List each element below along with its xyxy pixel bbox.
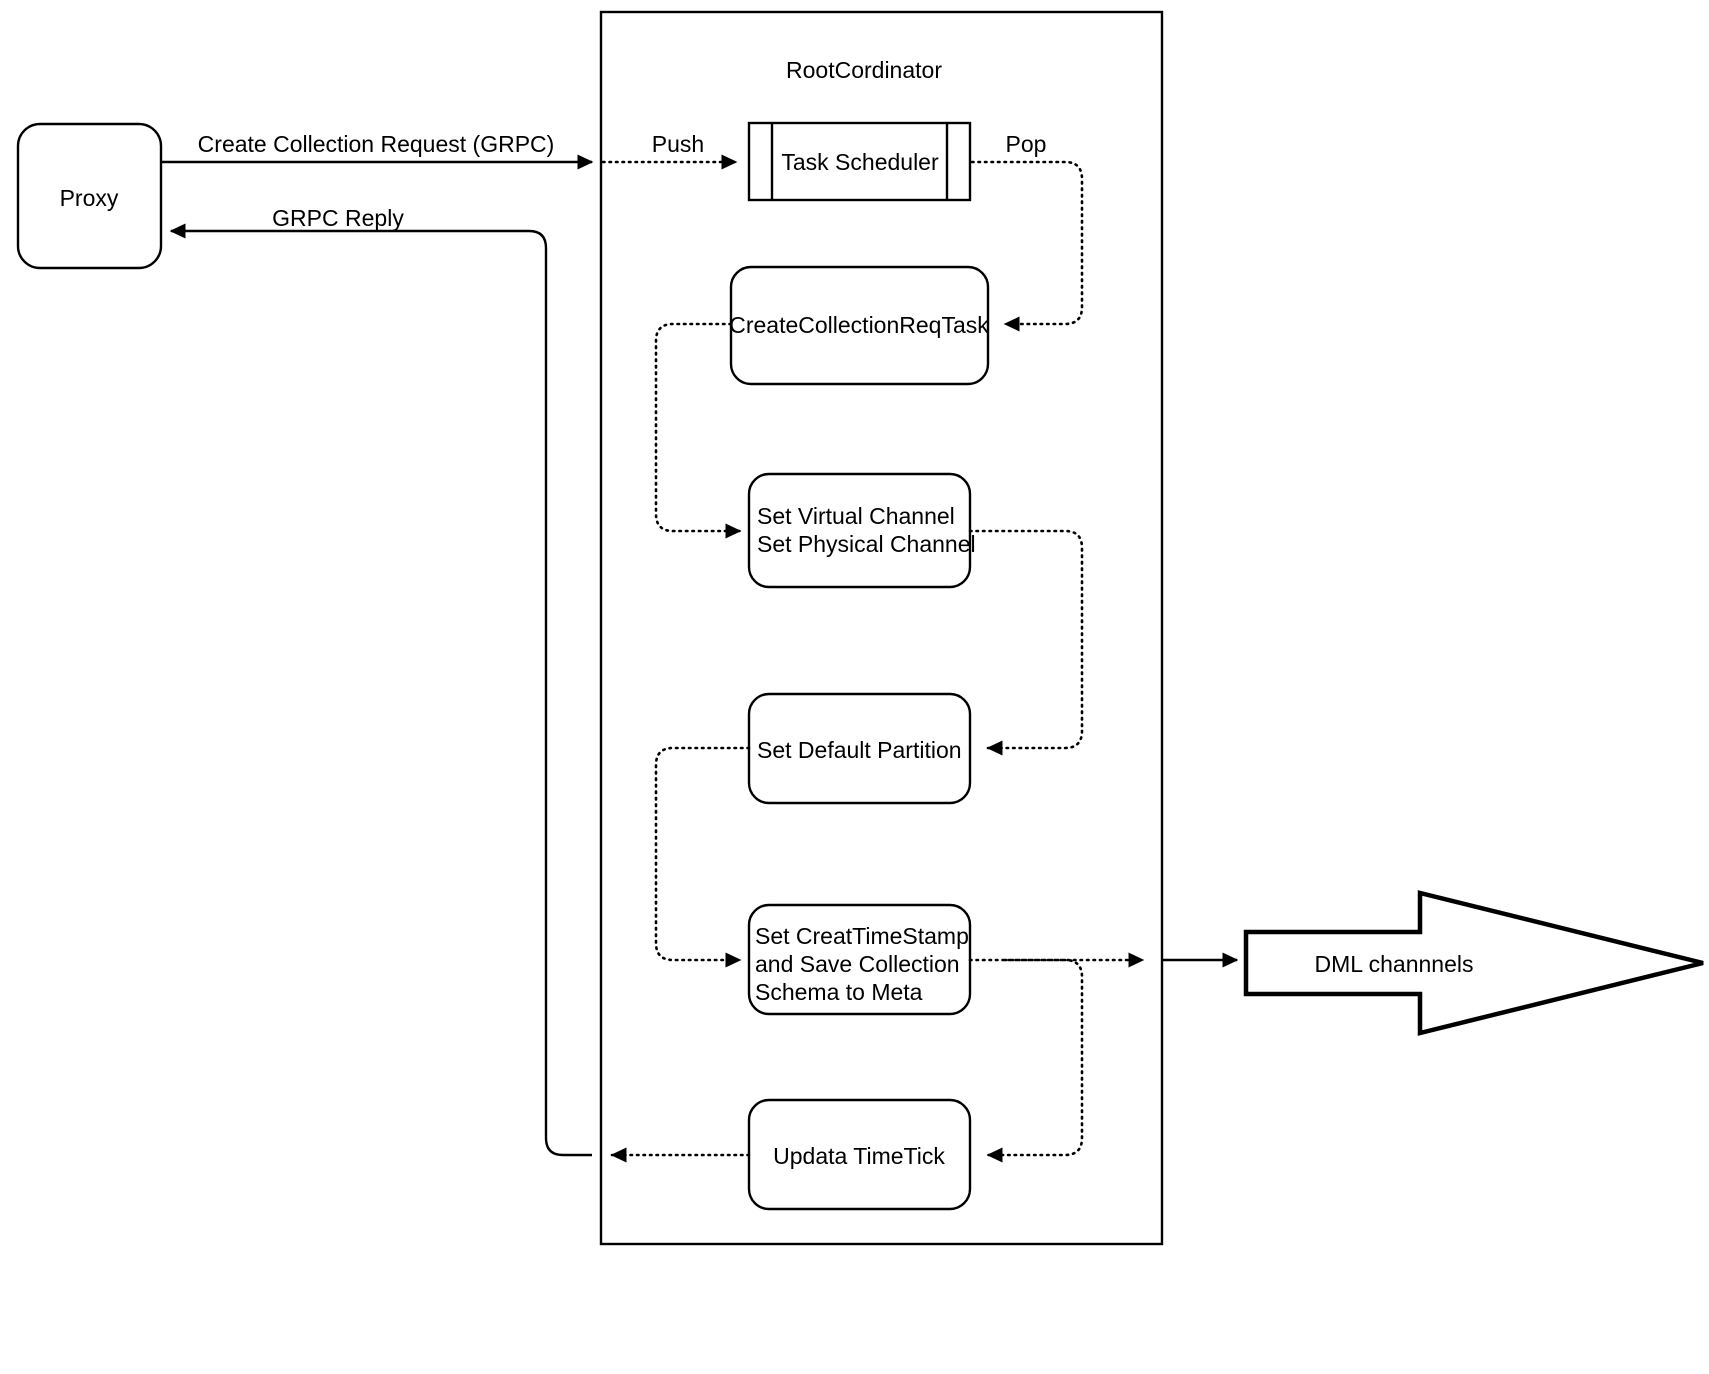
node-set-channel[interactable]: Set Virtual Channel Set Physical Channel (747, 472, 976, 589)
node-updata-timetick[interactable]: Updata TimeTick (747, 1098, 972, 1211)
rootcordinator-border (599, 10, 1164, 1246)
rootcordinator-container: RootCordinator (599, 10, 1164, 1246)
set-creat-timestamp-label-line1: Set CreatTimeStamp (755, 923, 969, 949)
create-task-to-set-channel-line (654, 322, 742, 539)
task-scheduler-box[interactable] (747, 121, 972, 202)
edge-create-collection-request: Create Collection Request (GRPC) (161, 131, 594, 170)
edge-pop: Pop (970, 131, 1084, 332)
create-collection-request-label: Create Collection Request (GRPC) (198, 131, 555, 157)
node-create-collection-req-task[interactable]: CreateCollectionReqTask (729, 265, 990, 386)
node-set-default-partition[interactable]: Set Default Partition (747, 692, 972, 805)
create-collection-req-task-label: CreateCollectionReqTask (729, 312, 989, 338)
pop-label: Pop (1006, 131, 1047, 157)
edge-set-channel-to-set-partition (968, 529, 1084, 756)
set-timestamp-to-update-timetick-line (986, 958, 1084, 1163)
dml-channels-arrow-shape[interactable] (1243, 890, 1704, 1036)
node-task-scheduler[interactable]: Task Scheduler (747, 121, 972, 202)
set-channel-label-line2: Set Physical Channel (757, 531, 976, 557)
grpc-reply-label: GRPC Reply (272, 205, 404, 231)
proxy-box[interactable] (16, 122, 163, 270)
edge-set-timestamp-to-update-timetick (986, 958, 1084, 1163)
rootcordinator-label: RootCordinator (786, 57, 942, 83)
task-scheduler-label: Task Scheduler (781, 149, 939, 175)
updata-timetick-label: Updata TimeTick (773, 1143, 945, 1169)
grpc-reply-line (169, 223, 592, 1157)
node-dml-channels[interactable]: DML channnels (1243, 890, 1704, 1036)
pop-line (970, 160, 1084, 332)
set-channel-to-set-partition-line (968, 529, 1084, 756)
node-proxy[interactable]: Proxy (16, 122, 163, 270)
set-creat-timestamp-label-line2: and Save Collection (755, 951, 960, 977)
edge-push: Push (601, 131, 738, 170)
create-collection-req-task-box[interactable] (729, 265, 990, 386)
proxy-label: Proxy (60, 185, 119, 211)
edge-grpc-reply: GRPC Reply (169, 205, 751, 1163)
dml-channels-label: DML channnels (1315, 951, 1474, 977)
set-channel-label-line1: Set Virtual Channel (757, 503, 955, 529)
set-default-partition-label: Set Default Partition (757, 737, 962, 763)
push-label: Push (652, 131, 704, 157)
node-set-creat-timestamp[interactable]: Set CreatTimeStamp and Save Collection S… (747, 903, 972, 1016)
edge-create-task-to-set-channel (654, 322, 742, 539)
set-creat-timestamp-label-line3: Schema to Meta (755, 979, 923, 1005)
